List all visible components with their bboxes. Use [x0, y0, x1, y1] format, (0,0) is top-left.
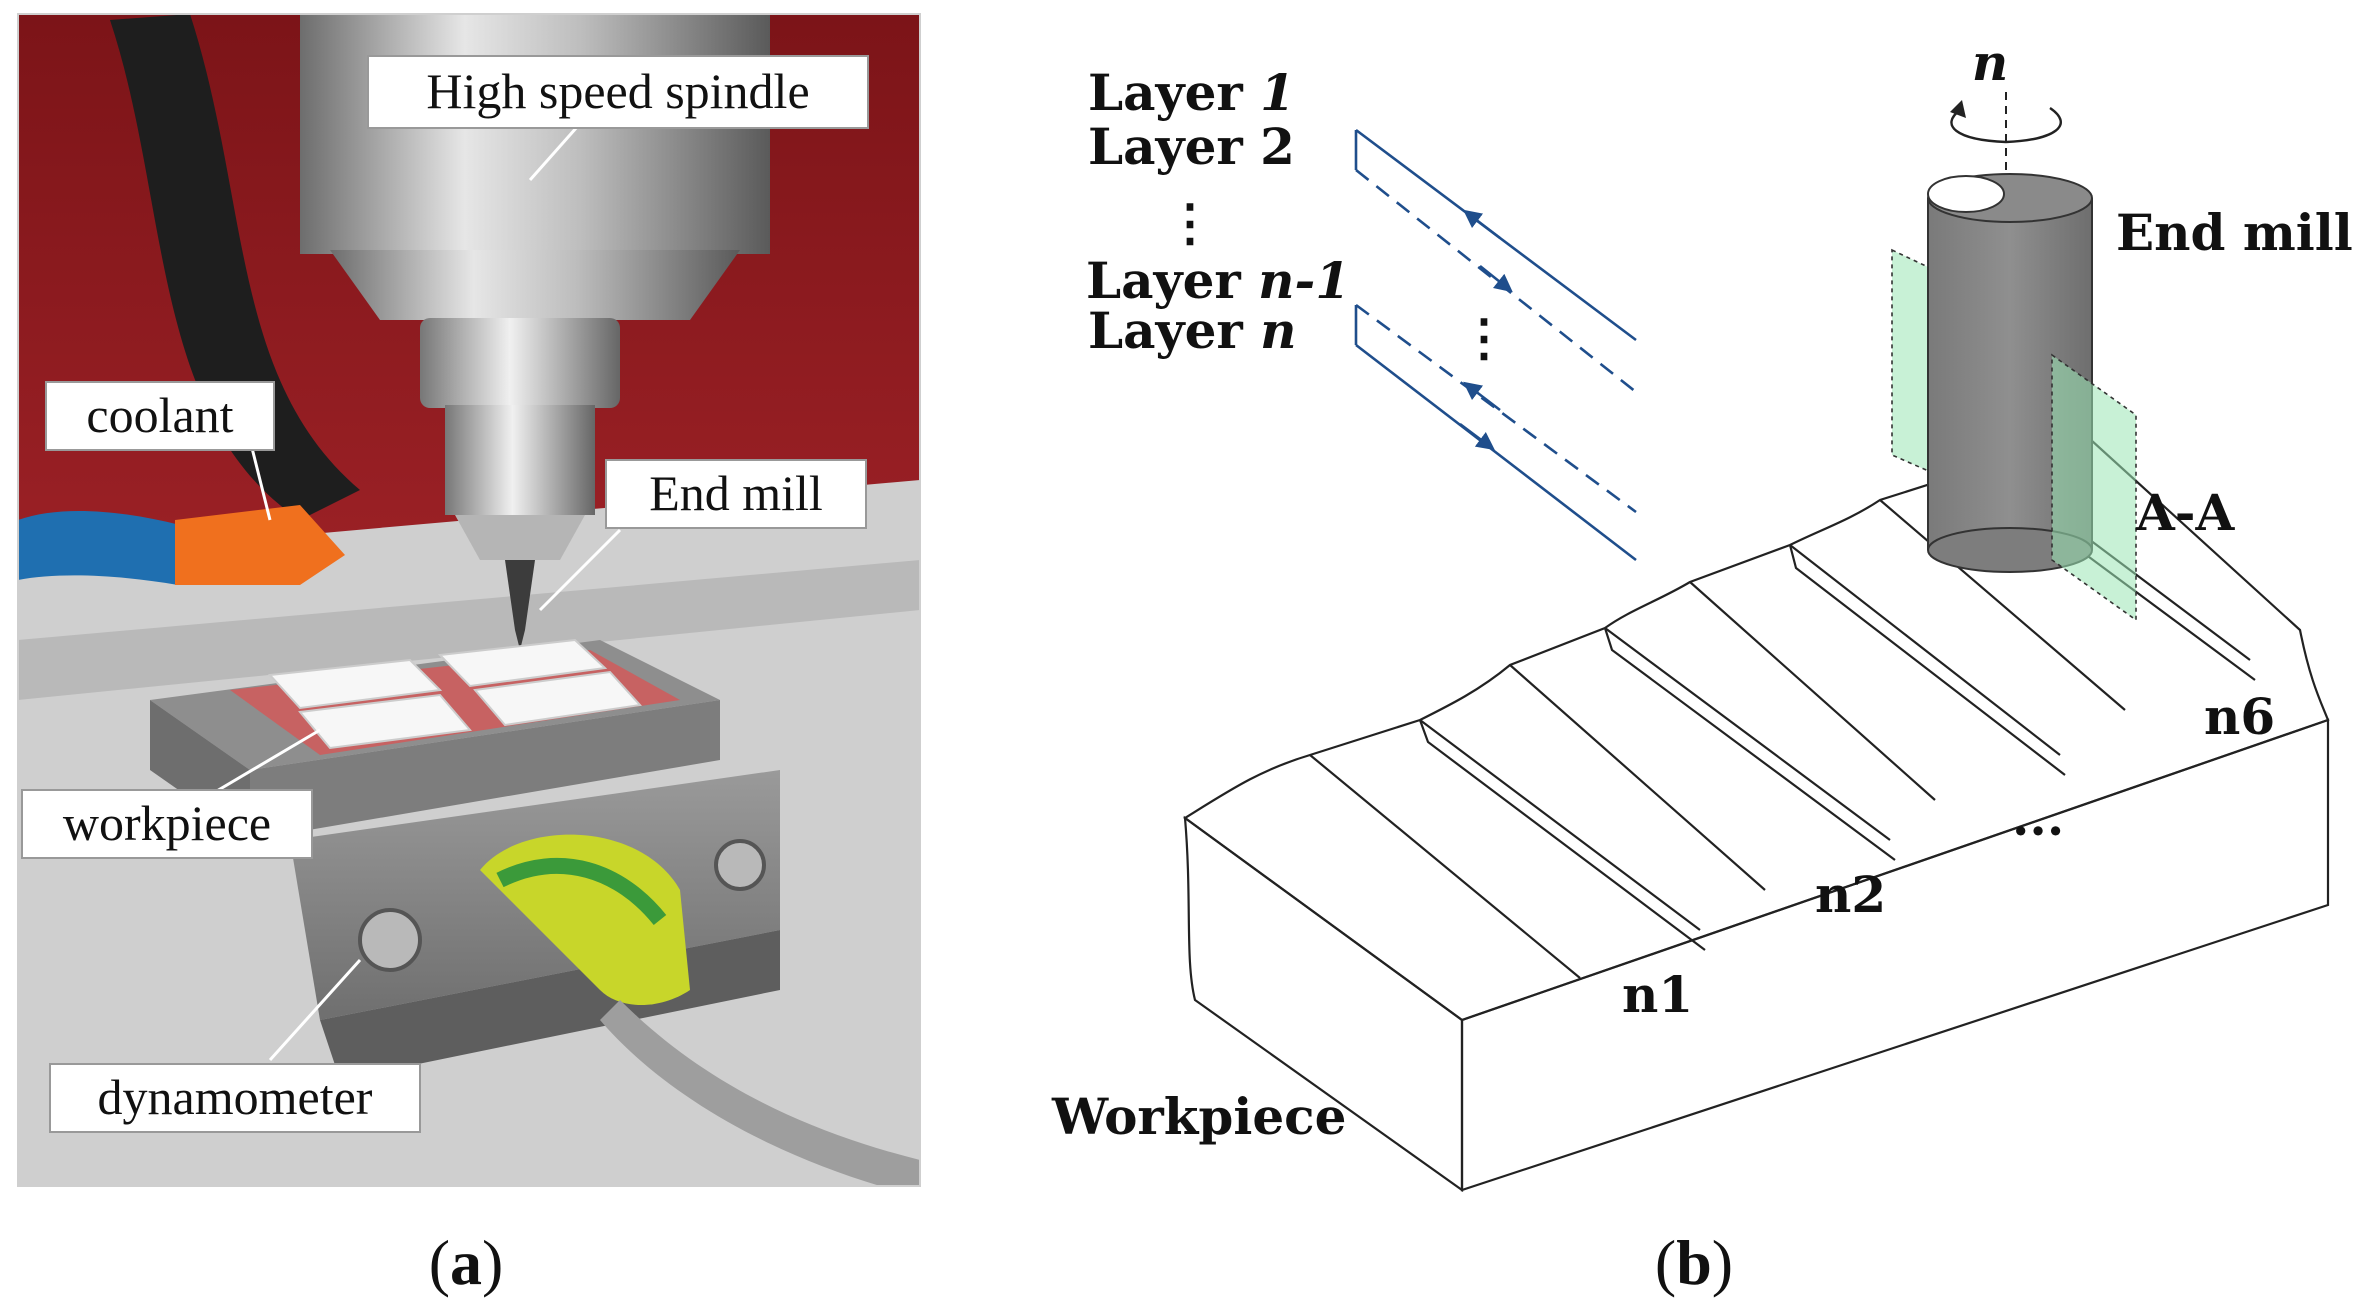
sensor-port-2	[714, 839, 766, 891]
tool-holder	[420, 318, 620, 408]
rotation-arrowhead	[1950, 100, 1966, 118]
sensor-port	[358, 908, 422, 972]
machine-rail	[18, 560, 920, 700]
coolant-label-text: coolant	[86, 387, 233, 443]
slot-lines	[1309, 464, 2256, 979]
workpiece-block	[1183, 428, 2330, 1193]
photo-frame	[17, 13, 921, 1187]
layer-n-minus-1-label: Layer n-1	[1086, 251, 1350, 310]
coolant-nozzle	[175, 505, 345, 585]
collet	[445, 405, 595, 515]
workpiece-left-face	[1183, 815, 1464, 1193]
rotation-symbol: n	[1972, 33, 2008, 92]
layer-vdots: ⋮	[1165, 193, 1215, 252]
slot-n6-label: n6	[2204, 687, 2275, 746]
workpiece-label: Workpiece	[1051, 1087, 1346, 1146]
section-plane-front	[2051, 353, 2137, 622]
caption-b: (b)	[1655, 1227, 1733, 1298]
spindle-label-text: High speed spindle	[426, 63, 809, 119]
label-end-mill-photo: End mill	[605, 459, 867, 529]
slot-n1-label: n1	[1622, 965, 1693, 1024]
coolant-hose	[18, 510, 180, 585]
ground-cable	[480, 834, 690, 1005]
cable-hose	[110, 14, 360, 520]
slot-n2-label: n2	[1815, 865, 1886, 924]
workpiece-top-surface	[1183, 428, 2330, 1022]
collet-nose	[455, 515, 585, 560]
tool-path-vdots: ⋮	[1459, 308, 1509, 367]
end-mill-label: End mill	[2116, 203, 2353, 262]
section-aa-label: A-A	[2135, 483, 2236, 542]
label-dynamometer: dynamometer	[49, 1063, 421, 1133]
layer-labels: Layer 1 Layer 2 ⋮ Layer n-1 Layer n	[1086, 63, 1350, 360]
label-spindle: High speed spindle	[367, 55, 869, 129]
caption-a: (a)	[429, 1227, 504, 1298]
spindle-neck	[330, 250, 740, 320]
tool-path-group-1	[1354, 128, 1637, 394]
tool-path-group-2	[1354, 303, 1637, 562]
label-coolant: coolant	[45, 381, 275, 451]
end-mill-photo-label-text: End mill	[649, 465, 823, 521]
slot-ellipsis-label: ...	[2012, 788, 2064, 847]
end-mill-photo	[505, 560, 535, 650]
fixture-front	[250, 700, 720, 840]
braided-hose	[600, 1000, 920, 1186]
layer-2-label: Layer 2	[1088, 117, 1295, 176]
workpiece-front-face	[1460, 718, 2330, 1192]
layer-1-label: Layer 1	[1088, 63, 1295, 122]
dynamometer-label-text: dynamometer	[98, 1069, 373, 1125]
ground-cable-stripe	[496, 858, 667, 926]
rotation-arrow	[1950, 107, 2062, 144]
layer-n-label: Layer n	[1088, 301, 1297, 360]
panel-a-photo	[17, 13, 921, 1187]
spindle-body	[300, 14, 770, 254]
label-workpiece-photo: workpiece	[21, 789, 313, 859]
workpiece-blocks	[267, 638, 643, 750]
workpiece-photo-label-text: workpiece	[63, 795, 271, 851]
